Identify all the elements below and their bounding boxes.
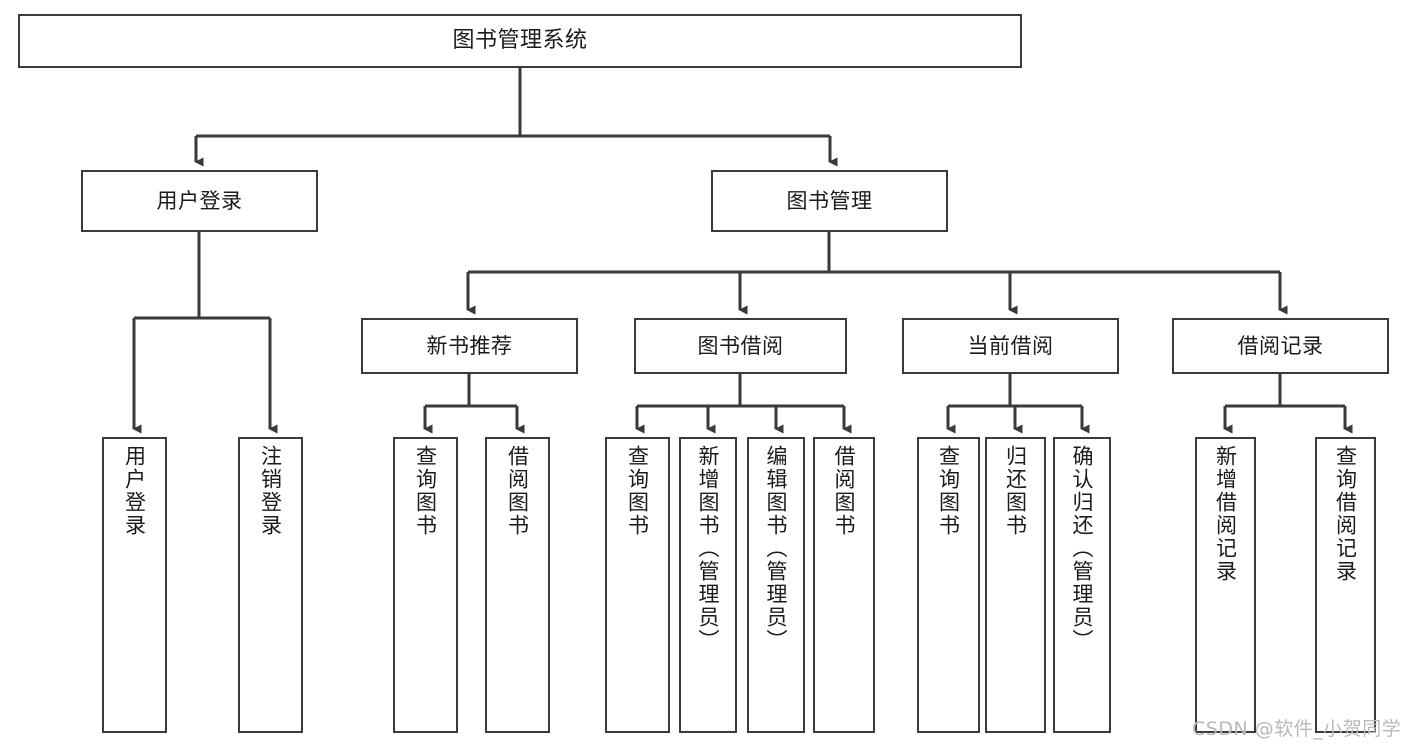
leaf-query-books-recommend[interactable]: 查询图书 xyxy=(393,437,458,733)
node-current-borrow-label: 当前借阅 xyxy=(967,333,1054,358)
leaf-query-borrow-record[interactable]: 查询借阅记录 xyxy=(1315,437,1376,733)
node-user-login[interactable]: 用户登录 xyxy=(81,170,318,232)
node-user-login-label: 用户登录 xyxy=(156,188,243,213)
leaf-add-book-admin[interactable]: 新增图书（管理员） xyxy=(679,437,737,733)
leaf-confirm-return-admin[interactable]: 确认归还（管理员） xyxy=(1053,437,1111,733)
leaf-edit-book-admin-label: 编辑图书（管理员） xyxy=(764,445,789,652)
node-book-management-label: 图书管理 xyxy=(786,188,873,213)
leaf-query-books-borrow-label: 查询图书 xyxy=(625,445,650,537)
node-root-label: 图书管理系统 xyxy=(452,28,588,54)
leaf-borrow-books-recommend-label: 借阅图书 xyxy=(505,445,530,537)
node-borrow-records[interactable]: 借阅记录 xyxy=(1172,318,1389,374)
leaf-query-books-current-label: 查询图书 xyxy=(936,445,961,537)
connectors-borrow-records xyxy=(1223,374,1353,434)
leaf-query-books-recommend-label: 查询图书 xyxy=(413,445,438,537)
leaf-user-login-label: 用户登录 xyxy=(122,445,147,537)
leaf-borrow-books[interactable]: 借阅图书 xyxy=(813,437,875,733)
leaf-borrow-books-label: 借阅图书 xyxy=(832,445,857,537)
leaf-query-books-current[interactable]: 查询图书 xyxy=(917,437,980,733)
connectors-borrow-books xyxy=(635,374,852,434)
connectors-new-books xyxy=(423,374,525,434)
node-book-borrow[interactable]: 图书借阅 xyxy=(634,318,847,374)
node-new-book-recommend[interactable]: 新书推荐 xyxy=(361,318,578,374)
leaf-edit-book-admin[interactable]: 编辑图书（管理员） xyxy=(747,437,805,733)
leaf-logout[interactable]: 注销登录 xyxy=(238,437,303,733)
leaf-add-borrow-record[interactable]: 新增借阅记录 xyxy=(1195,437,1256,733)
leaf-return-books[interactable]: 归还图书 xyxy=(985,437,1046,733)
leaf-confirm-return-admin-label: 确认归还（管理员） xyxy=(1070,445,1095,652)
connectors-book-manage xyxy=(466,232,1288,315)
leaf-logout-label: 注销登录 xyxy=(258,445,283,537)
connectors-user-login xyxy=(132,232,278,434)
node-new-book-recommend-label: 新书推荐 xyxy=(426,333,513,358)
csdn-watermark: CSDN @软件_小贺同学 xyxy=(1192,718,1402,740)
leaf-query-borrow-record-label: 查询借阅记录 xyxy=(1333,445,1358,583)
node-book-borrow-label: 图书借阅 xyxy=(697,333,784,358)
leaf-add-borrow-record-label: 新增借阅记录 xyxy=(1213,445,1238,583)
leaf-query-books-borrow[interactable]: 查询图书 xyxy=(605,437,670,733)
leaf-return-books-label: 归还图书 xyxy=(1003,445,1028,537)
node-book-management[interactable]: 图书管理 xyxy=(711,170,948,232)
node-borrow-records-label: 借阅记录 xyxy=(1237,333,1324,358)
leaf-add-book-admin-label: 新增图书（管理员） xyxy=(696,445,721,652)
node-root[interactable]: 图书管理系统 xyxy=(18,14,1022,68)
node-current-borrow[interactable]: 当前借阅 xyxy=(902,318,1119,374)
leaf-user-login[interactable]: 用户登录 xyxy=(102,437,167,733)
connectors-root xyxy=(194,68,838,167)
leaf-borrow-books-recommend[interactable]: 借阅图书 xyxy=(485,437,550,733)
connectors-current-borrow xyxy=(946,374,1090,434)
